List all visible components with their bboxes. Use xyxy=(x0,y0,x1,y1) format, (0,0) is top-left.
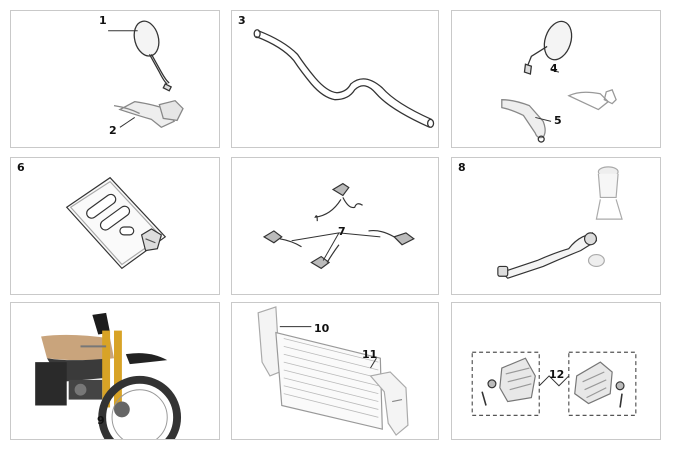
indicators-illustration xyxy=(262,182,415,270)
part-number-5: 5 xyxy=(554,114,562,127)
panel-indicators[interactable]: 7 xyxy=(231,157,439,295)
radiator-covers-illustration xyxy=(257,306,409,436)
part-number-11: 11 xyxy=(362,348,378,361)
part-number-12: 12 xyxy=(549,368,565,381)
part-number-3: 3 xyxy=(238,14,246,27)
part-number-1: 1 xyxy=(99,14,107,27)
panel-handlebar[interactable]: 3 xyxy=(231,10,439,148)
panel-gear-lever[interactable]: 8 xyxy=(451,157,661,295)
part-number-4: 4 xyxy=(550,62,558,75)
part-number-9: 9 xyxy=(97,414,105,427)
part-number-8: 8 xyxy=(458,161,466,174)
part-number-7: 7 xyxy=(338,225,346,238)
part-number-10: 10 xyxy=(314,322,330,335)
handlebar-illustration xyxy=(253,29,435,128)
panel-radiator-covers[interactable]: 10 11 xyxy=(231,302,439,440)
mirror-lever-illustration xyxy=(108,20,184,129)
bike-photo-illustration xyxy=(11,303,219,439)
part-number-6: 6 xyxy=(17,161,25,174)
footpegs-illustration xyxy=(471,351,637,416)
panel-bike-photo[interactable]: 9 xyxy=(10,302,220,440)
panel-grips[interactable]: 6 xyxy=(10,157,220,295)
mirror-lever-right-illustration xyxy=(501,20,617,143)
panel-mirror-right[interactable]: 4 5 xyxy=(451,10,661,148)
part-number-2: 2 xyxy=(109,124,117,137)
gear-lever-illustration xyxy=(497,166,623,279)
panel-footpegs[interactable]: 12 xyxy=(451,302,661,440)
panel-mirror-left[interactable]: 1 2 xyxy=(10,10,220,148)
grips-kit-illustration xyxy=(65,176,167,270)
